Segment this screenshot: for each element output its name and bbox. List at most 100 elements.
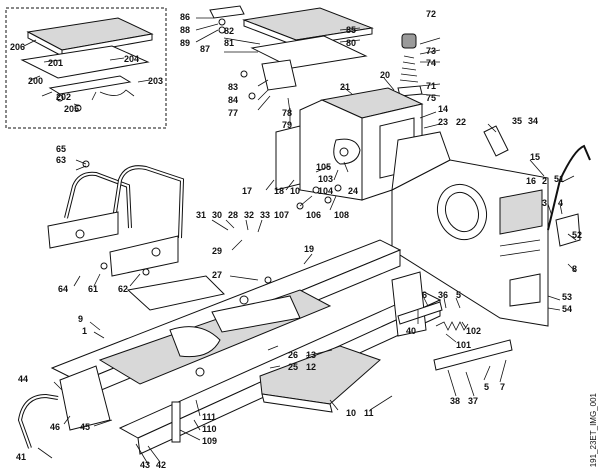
callout-85: 85 xyxy=(346,25,356,35)
callout-38: 38 xyxy=(450,396,460,406)
callout-32: 32 xyxy=(244,210,254,220)
callout-88: 88 xyxy=(180,25,190,35)
callout-53: 53 xyxy=(562,292,572,302)
callout-28: 28 xyxy=(228,210,238,220)
callout-87: 87 xyxy=(200,44,210,54)
callout-201: 201 xyxy=(48,58,63,68)
callout-82: 82 xyxy=(224,26,234,36)
callout-73: 73 xyxy=(426,46,436,56)
image-code: 191_23ET_IMG_001 xyxy=(589,392,598,467)
callout-30: 30 xyxy=(212,210,222,220)
callout-3: 3 xyxy=(542,198,547,208)
callout-203: 203 xyxy=(148,76,163,86)
callout-62: 62 xyxy=(118,284,128,294)
callout-17: 17 xyxy=(242,186,252,196)
callout-11: 11 xyxy=(364,408,374,418)
callout-2: 2 xyxy=(542,176,547,186)
callout-41: 41 xyxy=(16,452,26,462)
callout-64: 64 xyxy=(58,284,68,294)
callout-10: 10 xyxy=(346,408,356,418)
callout-40: 40 xyxy=(406,326,416,336)
seat-assembly xyxy=(209,5,374,100)
callout-81: 81 xyxy=(224,38,234,48)
callout-89: 89 xyxy=(180,38,190,48)
front-hoop xyxy=(47,160,185,277)
callout-101: 101 xyxy=(456,340,471,350)
callout-37: 37 xyxy=(468,396,478,406)
callout-12: 12 xyxy=(306,362,316,372)
callout-54: 54 xyxy=(562,304,572,314)
rear-panel xyxy=(391,131,549,327)
callout-77: 77 xyxy=(228,108,238,118)
callout-75: 75 xyxy=(426,93,436,103)
callout-83: 83 xyxy=(228,82,238,92)
callout-9: 9 xyxy=(78,314,83,324)
seat-inset-parts xyxy=(20,17,154,112)
callout-202: 202 xyxy=(56,92,71,102)
callout-72: 72 xyxy=(426,9,436,19)
pin-109 xyxy=(171,401,181,443)
rear-bumper-inner xyxy=(18,394,59,449)
callout-8: 8 xyxy=(572,264,577,274)
bracket-34 xyxy=(483,125,509,157)
callout-1: 1 xyxy=(82,326,87,336)
callout-27: 27 xyxy=(212,270,222,280)
callout-84: 84 xyxy=(228,95,238,105)
callout-107: 107 xyxy=(274,210,289,220)
plate-5 xyxy=(433,339,513,371)
callout-26: 26 xyxy=(288,350,298,360)
callout-44: 44 xyxy=(18,374,28,384)
leader-lines xyxy=(23,17,577,465)
fender-assembly xyxy=(275,87,424,210)
callout-63: 63 xyxy=(56,155,66,165)
callout-16: 16 xyxy=(526,176,536,186)
callout-13: 13 xyxy=(306,350,316,360)
callout-19: 19 xyxy=(304,244,314,254)
callout-106: 106 xyxy=(306,210,321,220)
callout-5: 5 xyxy=(456,290,461,300)
callout-24: 24 xyxy=(348,186,358,196)
callout-110: 110 xyxy=(202,424,217,434)
callout-61: 61 xyxy=(88,284,98,294)
callout-109: 109 xyxy=(202,436,217,446)
callout-36: 36 xyxy=(438,290,448,300)
callout-29: 29 xyxy=(212,246,222,256)
callout-204: 204 xyxy=(124,54,139,64)
callout-43: 43 xyxy=(140,460,150,470)
callout-6: 6 xyxy=(422,290,427,300)
callout-102: 102 xyxy=(466,326,481,336)
callout-52: 52 xyxy=(572,230,582,240)
callout-78: 78 xyxy=(282,108,292,118)
callout-45: 45 xyxy=(80,422,90,432)
callout-42: 42 xyxy=(156,460,166,470)
spring-102 xyxy=(435,321,469,331)
callout-80: 80 xyxy=(346,38,356,48)
seat-detail-inset xyxy=(5,7,167,129)
callout-25: 25 xyxy=(288,362,298,372)
lift-lever xyxy=(547,144,591,231)
callout-105: 105 xyxy=(316,162,331,172)
callout-23: 23 xyxy=(438,117,448,127)
callout-65: 65 xyxy=(56,144,66,154)
callout-10-a: 10 xyxy=(290,186,300,196)
callout-206: 206 xyxy=(10,42,25,52)
footrest xyxy=(259,345,381,405)
main-frame xyxy=(50,239,442,455)
callout-46: 46 xyxy=(50,422,60,432)
callout-33: 33 xyxy=(260,210,270,220)
callout-5-b: 5 xyxy=(484,382,489,392)
callout-51: 51 xyxy=(554,174,564,184)
callout-86: 86 xyxy=(180,12,190,22)
callout-205: 205 xyxy=(64,104,79,114)
callout-35: 35 xyxy=(512,116,522,126)
callout-103: 103 xyxy=(318,174,333,184)
callout-111-a: 111 xyxy=(202,412,216,422)
link-6 xyxy=(397,301,443,325)
callout-14: 14 xyxy=(438,104,448,114)
callout-7: 7 xyxy=(500,382,505,392)
callout-20: 20 xyxy=(380,70,390,80)
callout-104: 104 xyxy=(318,186,333,196)
callout-21: 21 xyxy=(340,82,350,92)
callout-200: 200 xyxy=(28,76,43,86)
